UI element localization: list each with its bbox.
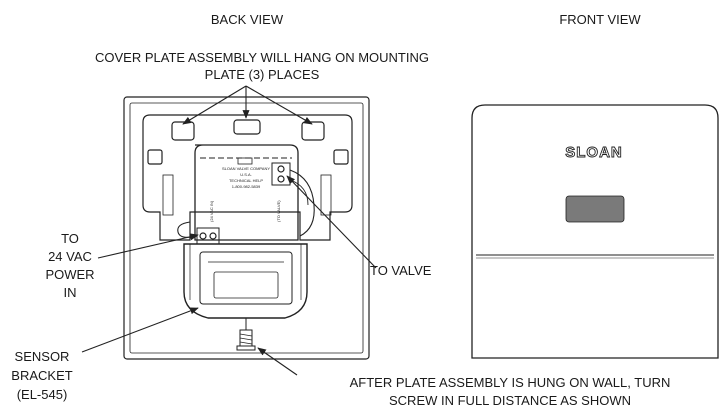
hang-slot-left xyxy=(171,121,195,141)
sensor-window xyxy=(565,195,625,223)
module-help: TECHNICAL HELP xyxy=(229,178,263,183)
mounting-plate xyxy=(142,114,353,241)
power-in-label-line2: 24 VAC xyxy=(48,249,92,264)
front-view-drawing xyxy=(471,104,719,359)
sensor-bracket xyxy=(183,243,308,319)
back-view-title: BACK VIEW xyxy=(210,12,284,27)
control-module xyxy=(194,144,299,241)
module-company: SLOAN VALVE COMPANY xyxy=(222,166,270,171)
sensor-bracket-label-line2: BRACKET xyxy=(11,368,73,383)
to-valve-label: TO VALVE xyxy=(370,263,432,278)
module-phone: 1-800-982-5839 xyxy=(232,184,261,189)
module-input-label: (24 VAC IN) xyxy=(209,200,214,222)
hang-slot-right-lower xyxy=(333,149,349,165)
hang-slot-left-lower xyxy=(147,149,163,165)
hang-slot-right xyxy=(301,121,325,141)
power-in-label-line4: IN xyxy=(63,285,77,300)
front-view-title: FRONT VIEW xyxy=(559,12,641,27)
power-in-label-line3: POWER xyxy=(45,267,95,282)
module-country: U.S.A. xyxy=(240,172,252,177)
hang-slot-center xyxy=(233,119,261,135)
module-output-label: (TO VALVE) xyxy=(276,200,281,222)
front-cover-body xyxy=(471,104,719,359)
cover-plate-inner-edge xyxy=(129,102,364,354)
terminal-valve xyxy=(271,162,291,186)
cover-plate-note-line2: PLATE (3) PLACES xyxy=(204,67,320,82)
after-plate-note-line2: SCREW IN FULL DISTANCE AS SHOWN xyxy=(389,393,631,408)
cover-plate-note-line1: COVER PLATE ASSEMBLY WILL HANG ON MOUNTI… xyxy=(95,50,429,65)
sloan-logo: SLOAN xyxy=(565,144,623,161)
power-in-label-line1: TO xyxy=(61,231,79,246)
sensor-bracket-label-line1: SENSOR xyxy=(14,349,70,364)
after-plate-note-line1: AFTER PLATE ASSEMBLY IS HUNG ON WALL, TU… xyxy=(349,375,671,390)
back-view-drawing xyxy=(123,96,370,360)
sensor-bracket-label-line3: (EL-545) xyxy=(16,387,68,402)
module-label: SLOAN VALVE COMPANY U.S.A. TECHNICAL HEL… xyxy=(209,166,281,222)
leader-arrows-back xyxy=(81,85,377,376)
